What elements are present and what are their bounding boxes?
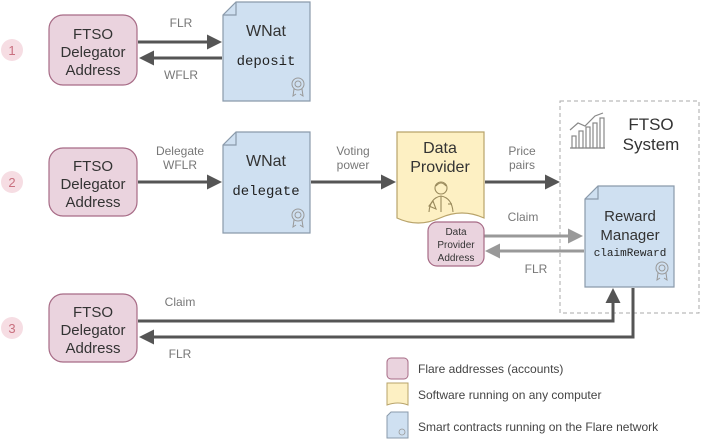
- contract-title: Reward: [604, 208, 656, 225]
- wnat-deposit-contract: WNat deposit: [222, 1, 311, 102]
- claim-label: Claim: [165, 295, 196, 309]
- delegator-claim-arrow: [138, 288, 621, 323]
- address-label-line: Delegator: [60, 322, 125, 339]
- delegator-address-box-1: FTSO Delegator Address: [48, 14, 138, 86]
- price-label: Price: [508, 144, 536, 158]
- step-number: 3: [8, 321, 15, 336]
- contract-method: deposit: [237, 54, 296, 70]
- address-label-line: Provider: [437, 240, 475, 251]
- wflr-label: WFLR: [164, 68, 198, 82]
- contract-method: claimReward: [594, 248, 667, 260]
- certificate-seal-icon: [291, 77, 305, 98]
- voting-label: Voting: [336, 144, 369, 158]
- delegator-flr-arrow: [139, 288, 635, 345]
- address-label-line: Address: [438, 253, 475, 264]
- address-label-line: Delegator: [60, 44, 125, 61]
- address-label-line: Address: [65, 340, 120, 357]
- data-provider-address-box: Data Provider Address: [427, 221, 485, 267]
- contract-title: WNat: [246, 153, 287, 170]
- ftso-system-title: FTSO: [628, 115, 673, 134]
- ftso-system-title: System: [623, 135, 680, 154]
- reward-manager-contract: Reward Manager claimReward: [584, 185, 675, 288]
- delegate-label: Delegate: [156, 144, 204, 158]
- legend-label: Smart contracts running on the Flare net…: [418, 420, 659, 434]
- voting-label: power: [337, 158, 370, 172]
- claim-label: Claim: [508, 210, 539, 224]
- ftso-system-container: FTSO System: [559, 100, 700, 314]
- legend-label: Flare addresses (accounts): [418, 362, 563, 376]
- address-label-line: FTSO: [73, 304, 113, 321]
- step-number: 2: [8, 175, 15, 190]
- contract-title: Manager: [600, 227, 659, 244]
- delegator-address-box-3: FTSO Delegator Address: [48, 293, 138, 363]
- flr-label: FLR: [169, 347, 192, 361]
- address-label-line: Address: [65, 194, 120, 211]
- step-number: 1: [8, 43, 15, 58]
- provider-label: Data: [423, 140, 457, 157]
- address-label-line: Address: [65, 62, 120, 79]
- wnat-delegate-contract: WNat delegate: [222, 131, 311, 234]
- address-label-line: FTSO: [73, 26, 113, 43]
- address-label-line: FTSO: [73, 158, 113, 175]
- scientist-icon: [428, 181, 454, 213]
- price-label: pairs: [509, 158, 535, 172]
- delegate-label: WFLR: [163, 158, 197, 172]
- data-provider-software: Data Provider: [396, 131, 485, 224]
- legend-item-addresses: Flare addresses (accounts): [386, 357, 563, 380]
- step-1-badge: 1: [1, 39, 23, 61]
- legend-item-contracts: Smart contracts running on the Flare net…: [386, 411, 659, 439]
- flr-label: FLR: [170, 16, 193, 30]
- chart-growth-icon: [569, 112, 605, 149]
- legend-label: Software running on any computer: [418, 388, 601, 402]
- contract-method: delegate: [232, 184, 299, 200]
- certificate-seal-icon: [655, 261, 669, 282]
- step-3-badge: 3: [1, 317, 23, 339]
- delegator-address-box-2: FTSO Delegator Address: [48, 147, 138, 217]
- step-2-badge: 2: [1, 171, 23, 193]
- legend-item-software: Software running on any computer: [386, 382, 601, 406]
- certificate-seal-icon: [291, 208, 305, 229]
- address-label-line: Data: [445, 227, 467, 238]
- address-label-line: Delegator: [60, 176, 125, 193]
- contract-title: WNat: [246, 23, 287, 40]
- legend: Flare addresses (accounts) Software runn…: [386, 357, 659, 439]
- flr-label: FLR: [525, 262, 548, 276]
- provider-label: Provider: [410, 159, 470, 176]
